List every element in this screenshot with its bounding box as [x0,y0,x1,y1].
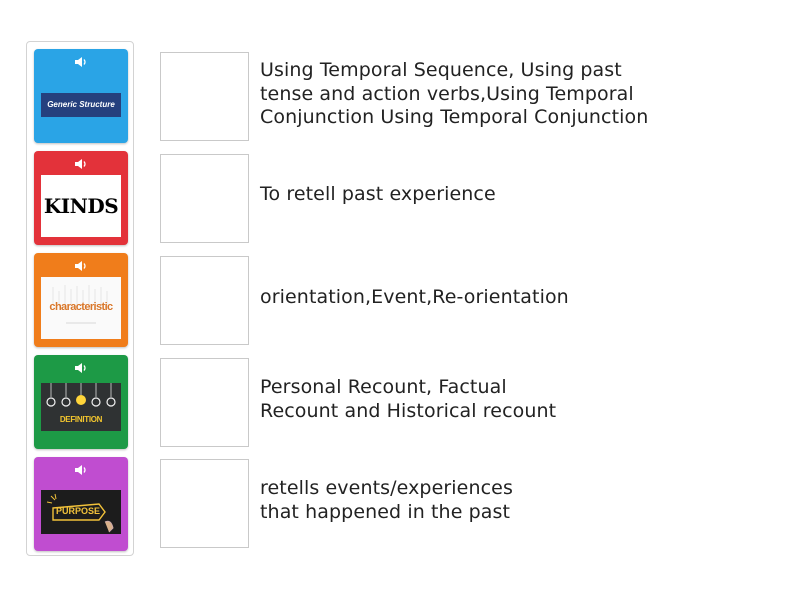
purpose-image: PURPOSE [41,490,121,534]
speaker-icon[interactable] [74,362,88,374]
tile-kinds[interactable]: KINDS [34,151,128,245]
lightbulbs-icon [46,383,116,407]
description-1: Using Temporal Sequence, Using past tens… [260,59,649,128]
drop-slot-3[interactable] [160,256,249,345]
characteristic-image: characteristic [41,277,121,339]
definition-image-text: DEFINITION [59,415,103,424]
arrow-sign-icon [46,493,114,533]
drop-slot-5[interactable] [160,459,249,548]
description-2: To retell past experience [260,183,496,205]
description-5: retells events/experiences that happened… [260,477,513,523]
speaker-icon[interactable] [74,464,88,476]
kinds-image: KINDS [41,175,121,237]
tile-generic-structure[interactable]: Generic Structure [34,49,128,143]
purpose-image-text: PURPOSE [55,506,100,516]
speaker-icon[interactable] [74,56,88,68]
description-3: orientation,Event,Re-orientation [260,286,569,308]
drop-slot-4[interactable] [160,358,249,447]
tile-characteristic[interactable]: characteristic [34,253,128,347]
speaker-icon[interactable] [74,260,88,272]
speaker-icon[interactable] [74,158,88,170]
generic-structure-image: Generic Structure [41,93,121,117]
tile-definition[interactable]: DEFINITION [34,355,128,449]
drop-slot-1[interactable] [160,52,249,141]
drop-slot-2[interactable] [160,154,249,243]
characteristic-image-text: characteristic [49,301,113,313]
kinds-image-text: KINDS [43,194,119,218]
definition-image: DEFINITION [41,383,121,431]
tile-purpose[interactable]: PURPOSE [34,457,128,551]
generic-structure-image-text: Generic Structure [47,100,115,109]
bars-decoration [52,285,108,324]
description-4: Personal Recount, Factual Recount and Hi… [260,376,557,422]
